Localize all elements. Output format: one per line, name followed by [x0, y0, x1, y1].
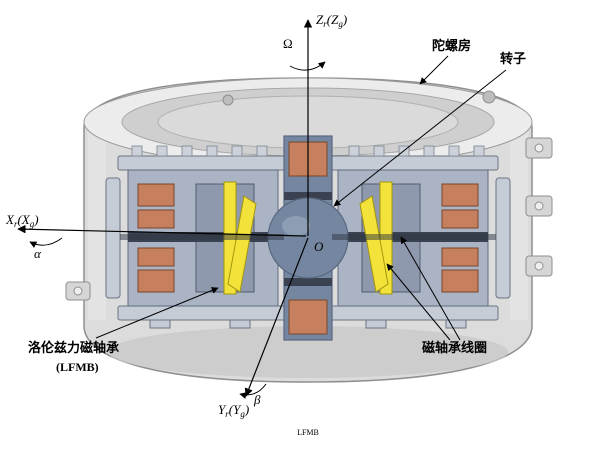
shaft-line — [332, 234, 496, 240]
housing-hole — [482, 90, 496, 104]
shaft-line — [120, 234, 284, 240]
callout-lfmb: 洛伦兹力磁轴承 (LFMB) — [28, 287, 219, 374]
callout-housing: 陀螺房 — [419, 38, 471, 85]
alpha-rotation-arrow — [29, 237, 63, 248]
rotor-leader-arrow — [333, 69, 507, 207]
callout-rotor: 转子 — [333, 51, 526, 207]
omega-label: Ω — [283, 36, 293, 51]
figure-caption: LFMB — [297, 428, 319, 437]
omega-rotation-arrow — [289, 61, 326, 71]
beta-rotation-arrow — [239, 383, 267, 399]
z-axis-label: Zr(Zg) — [316, 12, 347, 29]
coordinate-axes — [17, 19, 326, 399]
x-axis-label: Xr(Xg) — [5, 212, 39, 229]
housing-floor-shadow — [108, 326, 508, 378]
coil-label: 磁轴承线圈 — [422, 340, 487, 355]
y-axis-label: Yr(Yg) — [218, 402, 249, 419]
housing-label: 陀螺房 — [432, 38, 471, 53]
callout-coil: 磁轴承线圈 — [386, 236, 487, 355]
housing-flanges — [65, 137, 553, 301]
rotor-label: 转子 — [500, 51, 526, 66]
beta-label: β — [253, 392, 261, 407]
coil-leader-arrow-2 — [400, 236, 461, 341]
alpha-label: α — [34, 246, 42, 261]
origin-label: O — [314, 239, 324, 254]
coil-leader-arrow-1 — [386, 263, 451, 341]
y-axis — [244, 237, 309, 397]
rotor-coil-bottom — [288, 299, 328, 335]
housing-leader-arrow — [419, 55, 449, 85]
housing-hole — [222, 94, 234, 106]
lfmb-leader-arrow — [95, 287, 219, 339]
lfmb-abbrev-label: (LFMB) — [56, 360, 99, 374]
x-axis — [17, 224, 307, 237]
lfmb-label: 洛伦兹力磁轴承 — [28, 340, 119, 355]
